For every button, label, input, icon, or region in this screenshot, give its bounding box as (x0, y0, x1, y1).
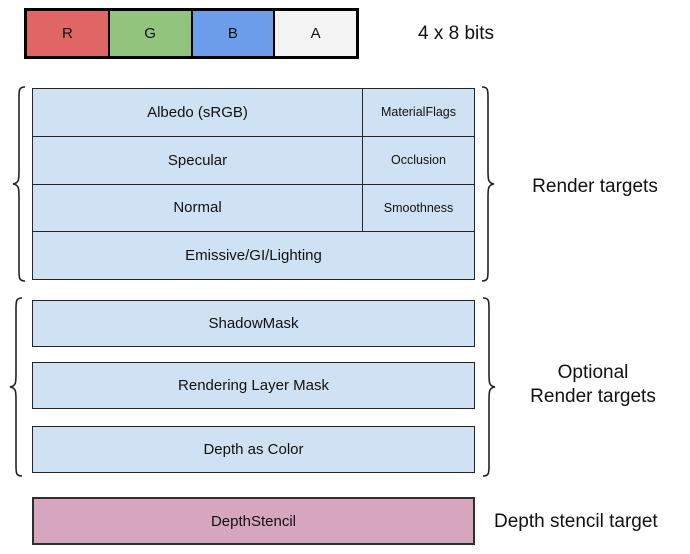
format-cell-a: A (273, 11, 356, 56)
cell-depthstencil: DepthStencil (32, 497, 475, 545)
cell-specular: Specular (33, 136, 363, 184)
table-row: Normal Smoothness (33, 183, 474, 232)
format-caption: 4 x 8 bits (417, 23, 495, 44)
cell-rendering-layer-mask: Rendering Layer Mask (32, 362, 475, 409)
format-bar: R G B A (24, 8, 359, 59)
cell-smoothness: Smoothness (383, 200, 454, 215)
cell-emissive: Emissive/GI/Lighting (185, 247, 322, 265)
table-row: Emissive/GI/Lighting (33, 231, 474, 279)
optional-label-line1: Optional (557, 362, 629, 383)
format-cell-r: R (27, 11, 108, 56)
render-targets-label: Render targets (532, 176, 658, 197)
render-targets-table: Albedo (sRGB) MaterialFlags Specular Occ… (32, 88, 475, 280)
table-row: Specular Occlusion (33, 135, 474, 184)
format-cell-g: G (107, 11, 191, 56)
table-row: Albedo (sRGB) MaterialFlags (33, 89, 474, 136)
curly-brace-left-icon (11, 86, 28, 282)
cell-albedo: Albedo (sRGB) (33, 89, 363, 136)
depth-stencil-label: Depth stencil target (494, 511, 658, 532)
cell-occlusion: Occlusion (391, 153, 446, 168)
cell-depth-as-color: Depth as Color (32, 426, 475, 473)
optional-render-targets-label: Optional Render targets (500, 361, 686, 409)
format-cell-b: B (190, 11, 274, 56)
optional-label-line2: Render targets (530, 386, 656, 407)
cell-shadowmask: ShadowMask (32, 300, 475, 347)
curly-brace-right-icon (479, 86, 496, 282)
curly-brace-left-icon (8, 297, 25, 477)
curly-brace-right-icon (480, 297, 497, 477)
cell-normal: Normal (33, 184, 363, 232)
cell-materialflags: MaterialFlags (380, 105, 457, 120)
